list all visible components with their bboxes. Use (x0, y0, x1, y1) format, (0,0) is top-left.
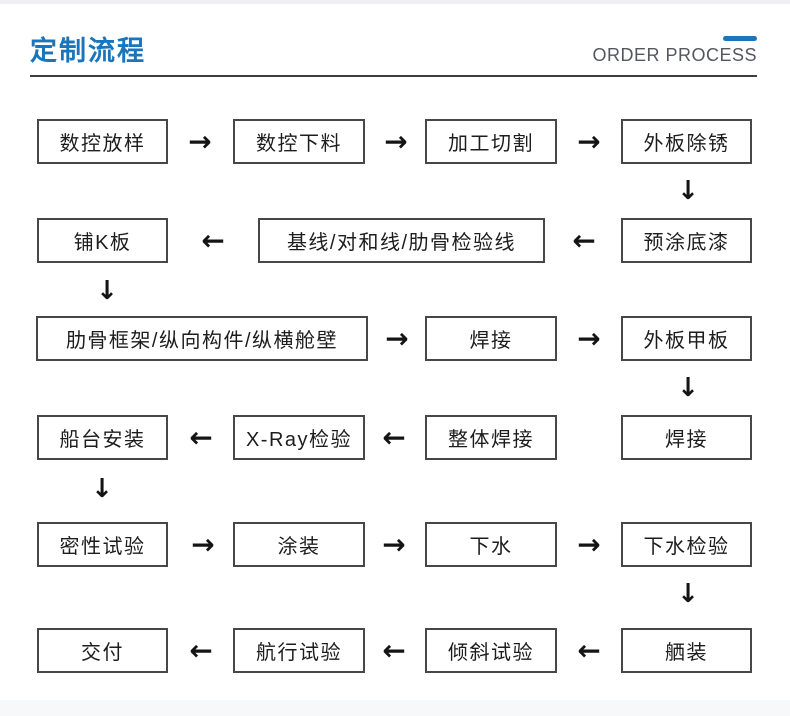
arrow-right-icon: → (577, 124, 601, 158)
arrow-left-icon: ← (201, 223, 225, 257)
step-welding: 焊接 (425, 316, 557, 361)
arrow-right-icon: → (385, 321, 409, 355)
arrow-right-icon: → (188, 124, 212, 158)
step-outfitting: 舾装 (621, 628, 752, 673)
step-precoat-primer: 预涂底漆 (621, 218, 752, 263)
arrow-left-icon: ← (382, 420, 406, 454)
header-rule (30, 75, 757, 77)
step-inclining-test: 倾斜试验 (425, 628, 557, 673)
top-divider (0, 0, 790, 4)
bottom-divider (0, 700, 790, 716)
page-subtitle: ORDER PROCESS (592, 45, 757, 65)
step-painting: 涂装 (233, 522, 365, 567)
arrow-right-icon: → (382, 527, 406, 561)
arrow-left-icon: ← (572, 223, 596, 257)
step-cnc-lofting: 数控放样 (37, 119, 168, 164)
step-lay-k-plate: 铺K板 (37, 218, 168, 263)
arrow-left-icon: ← (189, 420, 213, 454)
step-launch-inspection: 下水检验 (621, 522, 752, 567)
step-cnc-material-cut: 数控下料 (233, 119, 365, 164)
step-process-cutting: 加工切割 (425, 119, 557, 164)
arrow-left-icon: ← (189, 633, 213, 667)
arrow-down-icon: ↓ (677, 373, 699, 403)
step-tightness-test: 密性试验 (37, 522, 168, 567)
arrow-down-icon: ↓ (91, 474, 113, 504)
step-berth-installation: 船台安装 (37, 415, 168, 460)
step-delivery: 交付 (37, 628, 168, 673)
step-launching: 下水 (425, 522, 557, 567)
step-sea-trial: 航行试验 (233, 628, 365, 673)
arrow-right-icon: → (384, 124, 408, 158)
arrow-left-icon: ← (382, 633, 406, 667)
step-rib-frame-bulkhead: 肋骨框架/纵向构件/纵横舱壁 (36, 316, 368, 361)
arrow-down-icon: ↓ (96, 276, 118, 306)
arrow-right-icon: → (191, 527, 215, 561)
arrow-right-icon: → (577, 321, 601, 355)
arrow-right-icon: → (577, 527, 601, 561)
step-check-lines: 基线/对和线/肋骨检验线 (258, 218, 545, 263)
step-welding-2: 焊接 (621, 415, 752, 460)
arrow-left-icon: ← (577, 633, 601, 667)
step-shell-deck: 外板甲板 (621, 316, 752, 361)
page-title: 定制流程 (30, 36, 146, 66)
accent-dash (723, 36, 757, 41)
arrow-down-icon: ↓ (677, 579, 699, 609)
step-xray-inspection: X-Ray检验 (233, 415, 365, 460)
arrow-down-icon: ↓ (677, 176, 699, 206)
step-overall-welding: 整体焊接 (425, 415, 557, 460)
step-shell-derusting: 外板除锈 (621, 119, 752, 164)
